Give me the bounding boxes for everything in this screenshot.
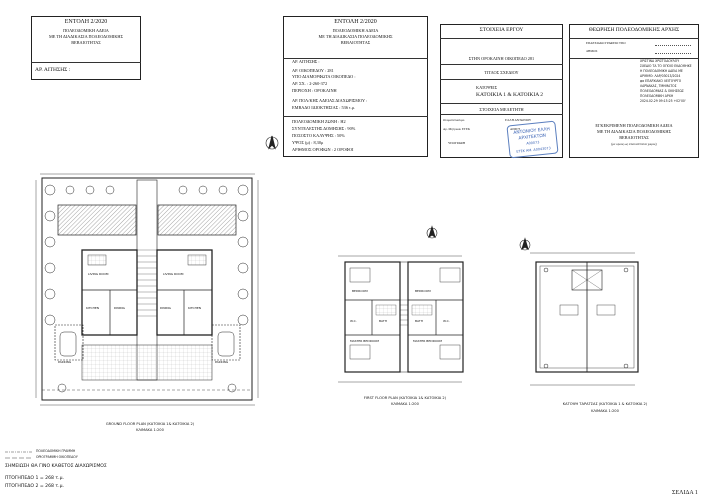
info-line: ΑΡ. ΠΟΛ/ΚΗΣ ΑΔΕΙΑΣ ΔΙΑΧΩΡΙΣΜΟΥ : [292, 98, 368, 103]
project-header: ΣΤΟΙΧΕΙΑ ΕΡΓΟΥ [479, 27, 524, 33]
signature-text: ΧΡΙΣΤΙΝΑ ΧΡΙΣΤΟΔΟΥΛΟΥ [640, 59, 680, 63]
application-number-field: ΑΡ. ΑΙΤΗΣΗΣ : [35, 67, 71, 73]
signature-text: ΠΟΛΕΟΔΟΜΙΑΣ & ΟΙΚΗΣΕΩΣ [640, 89, 684, 93]
room-label: MASTER BEDROOM [350, 339, 379, 343]
name-value: ΕΛΛΗ ΑΝΤΩΝΙΟΥ [505, 118, 532, 122]
info-line: ΠΕΡΙΟΧΗ : ΟΡΟΚΛΙΝΗ [292, 88, 337, 93]
info-line: ΑΡ. ΟΙΚΟΠΕΔΟΥ : 281 [292, 68, 334, 73]
north-arrow-icon [265, 135, 279, 150]
name-label: Ονοματεπώνυμο [443, 118, 465, 122]
room-label: LIVING ROOM [88, 272, 109, 276]
divider [440, 114, 563, 115]
room-label: MASTER BEDROOM [413, 339, 442, 343]
signature-text: ΣΧΕΔΙΟ ΤΑ ΤΟ ΟΠΟΙΟ ΕΚΔΟΘΗΚΕ [640, 64, 692, 68]
info-line: ΥΨΟΣ (μ) : 8,30μ [292, 140, 324, 145]
room-label: BEDROOM [352, 289, 368, 293]
first-floor-plan [338, 255, 464, 383]
info-line: ΑΡ. ΑΙΤΗΣΗΣ : [292, 59, 320, 64]
room-label: LIVING ROOM [163, 272, 184, 276]
divider [440, 38, 563, 39]
roof-plan-scale: ΚΛΙΜΑΚΑ 1:200 [591, 409, 619, 413]
permit-box-2-title: ΕΝΤΟΛΗ 2/2020 [334, 19, 377, 25]
info-line: ΥΠΟ ΔΙΑΜΟΡΦΩΤΑ ΟΙΚΟΠΕΔΟ : [292, 74, 356, 79]
ground-plan-caption: GROUND FLOOR PLAN (ΚΑΤΟΙΚΙΑ 1& ΚΑΤΟΙΚΙΑ … [105, 422, 195, 426]
room-label: DINING [114, 306, 125, 310]
divider [31, 62, 141, 63]
approved-line: ΜΕ ΤΗ ΔΙΑΔΙΚΑΣΙΑ ΠΟΛΕΟΔΟΜΙΚΗΣ [596, 129, 672, 134]
info-line: ΕΜΒΑΔΟ ΙΔΙΟΚΤΗΣΙΑΣ : 536 τ.μ. [292, 105, 356, 110]
info-line: ΠΟΛΕΟΔΟΜΙΚΗ ΖΩΝΗ : Η2 [292, 119, 346, 124]
room-label: BEDROOM [415, 289, 431, 293]
signature-text: φα ΕΠΑΡΧΙΑΚΟ ΛΕΙΤΟΥΡΓΟ [640, 79, 682, 83]
room-label: DINING [160, 306, 171, 310]
study-header: ΣΤΟΙΧΕΙΑ ΜΕΛΕΤΗΤΗ [479, 107, 524, 112]
room-label: W.C. [350, 319, 357, 323]
north-arrow-icon [519, 237, 531, 251]
room-label: KITCHEN [86, 306, 99, 310]
signature-label: ΥΠΟΓΡΑΦΗ [448, 141, 466, 145]
project-name: ΣΤΗΝ ΟΡΟΚΛΙΝΗ ΟΙΚΟΠΕΔΟ 281 [468, 56, 535, 61]
permit-box-1-line: ΠΟΛΕΟΔΟΜΙΚΗ ΑΔΕΙΑ [63, 28, 109, 33]
legend-level: ΠΤΟΓΗΠΕΔΟ 1 = 268 τ.μ. [5, 476, 64, 481]
room-label: BATH [379, 319, 387, 323]
divider [283, 116, 428, 117]
legend-item: ΠΟΛΕΟΔΟΜΙΚΗ ΓΡΑΜΜΗ [36, 449, 76, 453]
authority-header: ΘΕΩΡΗΣΗ ΠΟΛΕΟΔΟΜΙΚΗΣ ΑΡΧΗΣ [588, 27, 680, 33]
ground-plan-scale: ΚΛΙΜΑΚΑ 1:200 [136, 428, 164, 432]
divider [440, 64, 563, 65]
sheet-number: ΣΕΛΙΔΑ 1 [672, 490, 698, 496]
permit-box-1-title: ΕΝΤΟΛΗ 2/2020 [64, 19, 108, 25]
first-plan-caption: FIRST FLOOR PLAN (ΚΑΤΟΙΚΙΑ 1& ΚΑΤΟΙΚΙΑ 2… [363, 396, 447, 400]
roof-plan [530, 252, 639, 386]
room-label: PARKING [58, 360, 72, 364]
permit-box-1-line: ΒΕΒΑΙΟΤΗΤΑΣ [71, 40, 101, 45]
info-line: ΑΡΙΘΜΟΣ ΟΡΟΦΩΝ : 2 ΟΡΟΦΟΙ [292, 147, 354, 152]
permit-box-2 [283, 16, 428, 157]
ground-floor-plan [35, 173, 259, 406]
permit-box-2-line: ΠΟΛΕΟΔΟΜΙΚΗ ΑΔΕΙΑ [332, 28, 379, 33]
roof-plan-caption: ΚΑΤΟΨΗ ΤΑΡΑΤΣΑΣ (ΚΑΤΟΙΚΙΑ 1 & ΚΑΤΟΙΚΙΑ 2… [562, 402, 648, 406]
blank-line [655, 45, 691, 46]
room-label: BATH [415, 319, 423, 323]
legend-note: ΣΗΜΕΙΩΣΗ ΘΑ ΓΙΝΟ ΚΑΘΕΤΟΣ ΔΙΑΧΩΡΙΣΜΟΣ [5, 464, 107, 469]
approved-line: ΕΓΚΕΚΡΙΜΕΝΗ ΠΟΛΕΟΔΟΜΙΚΗ ΑΔΕΙΑ [595, 123, 673, 128]
registration-value: A00073 [510, 127, 521, 131]
approved-line: (με ορους ως επισυνάπτεται χώρος) [611, 142, 657, 146]
room-label: KITCHEN [188, 306, 201, 310]
room-label: W.C. [443, 319, 450, 323]
info-line: ΣΥΝΤΕΛΕΣΤΗΣ ΔΟΜΗΣΗΣ : 90% [292, 126, 356, 131]
north-arrow-icon [426, 225, 438, 239]
legend-item: ΟΡΙΟΓΡΑΜΜΗ ΟΙΚΟΠΕΔΟΥ [36, 455, 78, 459]
registration-label: Αρ. Μητρώου ΕΤΕΚ [443, 127, 471, 131]
divider [569, 58, 699, 59]
divider [283, 58, 428, 59]
divider [440, 103, 563, 104]
authority-line: ΕΠΑΡΧΙΑΚΟ ΓΡΑΦΕΙΟ ΤΠΟ [586, 41, 626, 45]
approved-line: ΒΕΒΑΙΟΤΗΤΑΣ [619, 135, 649, 140]
room-label: PARKING [215, 360, 229, 364]
permit-box-1-line: ΜΕ ΤΗ ΔΙΑΔΙΚΑΣΙΑ ΠΟΛΕΟΔΟΜΙΚΗΣ [48, 34, 124, 39]
first-plan-scale: ΚΛΙΜΑΚΑ 1:200 [391, 402, 419, 406]
signature-text: 2024.02.29 09:15:25 +02'00' [640, 99, 686, 103]
signature-text: Η ΠΟΛΕΟΔΟΜΙΚΗ ΑΔΕΙΑ ΜΕ [640, 69, 683, 73]
legend-level: ΠΤΟΓΗΠΕΔΟ 2 = 268 τ.μ. [5, 484, 64, 489]
drawing-title-line: ΚΑΤΟΙΚΙΑ 1 & ΚΑΤΟΙΚΙΑ 2 [476, 92, 544, 98]
authority-box [569, 24, 699, 158]
signature-text: ΑΡΙΘΜΟ: ΛΑΡ/03013/2024 [640, 74, 681, 78]
signature-text: ΠΟΛΕΟΔΟΜΙΚΗ ΑΡΧΗ [640, 94, 674, 98]
authority-line: ΔΗΜΟΣ [586, 49, 598, 53]
info-line: ΠΟΣΟΣΤΟ ΚΑΛΥΨΗΣ : 50% [292, 133, 345, 138]
permit-box-2-line: ΒΕΒΑΙΟΤΗΤΑΣ [340, 40, 371, 45]
permit-box-1 [31, 16, 141, 80]
project-info-box [440, 24, 563, 158]
signature-text: ΛΑΡΝΑΚΑΣ, ΤΜΗΜΑΤΟΣ [640, 84, 677, 88]
blank-line [655, 53, 691, 54]
permit-box-2-line: ΜΕ ΤΗ ΔΙΑΔΙΚΑΣΙΑ ΠΟΛΕΟΔΟΜΙΚΗΣ [318, 34, 393, 39]
info-line: ΑΡ. ΣΧ. : 2-260-372 [292, 81, 328, 86]
drawing-title-line: ΚΑΤΟΨΕΙΣ [476, 85, 498, 90]
drawing-title-header: ΤΙΤΛΟΣ ΣΧΕΔΙΟΥ [484, 70, 519, 75]
divider [569, 38, 699, 39]
divider [440, 79, 563, 80]
